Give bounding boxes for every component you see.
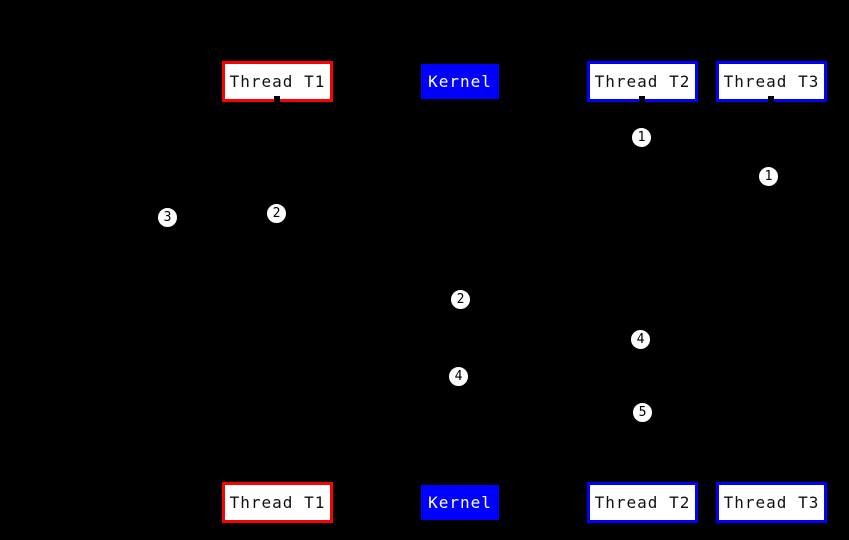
- node-kernel-top-label: Kernel: [428, 72, 492, 91]
- node-thread-t1-top-label: Thread T1: [229, 72, 326, 91]
- step-badge-3: 3: [157, 207, 178, 228]
- step-badge-1: 1: [631, 127, 652, 148]
- node-thread-t3-bottom-label: Thread T3: [723, 493, 820, 512]
- node-thread-t3-top-label: Thread T3: [723, 72, 820, 91]
- node-kernel-bottom: Kernel: [421, 485, 499, 520]
- node-thread-t1-top: Thread T1: [222, 61, 333, 102]
- node-thread-t3-bottom: Thread T3: [716, 482, 827, 523]
- step-badge-1-label: 1: [637, 130, 646, 145]
- node-thread-t2-top-label: Thread T2: [594, 72, 691, 91]
- step-badge-4-label: 2: [272, 206, 281, 221]
- lifeline-notch-t1-top: [274, 96, 280, 103]
- node-thread-t1-bottom-label: Thread T1: [229, 493, 326, 512]
- step-badge-2-label: 1: [764, 169, 773, 184]
- node-thread-t2-bottom-label: Thread T2: [594, 493, 691, 512]
- lifeline-notch-t3-top: [768, 96, 774, 103]
- lifeline-notch-t2-top: [639, 96, 645, 103]
- step-badge-2: 1: [758, 166, 779, 187]
- node-thread-t2-bottom: Thread T2: [587, 482, 698, 523]
- node-kernel-bottom-label: Kernel: [428, 493, 492, 512]
- step-badge-3-label: 3: [163, 210, 172, 225]
- step-badge-8-label: 5: [638, 405, 647, 420]
- step-badge-4: 2: [266, 203, 287, 224]
- step-badge-6: 4: [630, 329, 651, 350]
- node-thread-t3-top: Thread T3: [716, 61, 827, 102]
- step-badge-5-label: 2: [456, 292, 465, 307]
- step-badge-6-label: 4: [636, 332, 645, 347]
- node-kernel-top: Kernel: [421, 64, 499, 99]
- step-badge-7-label: 4: [454, 369, 463, 384]
- step-badge-8: 5: [632, 402, 653, 423]
- step-badge-7: 4: [448, 366, 469, 387]
- step-badge-5: 2: [450, 289, 471, 310]
- node-thread-t1-bottom: Thread T1: [222, 482, 333, 523]
